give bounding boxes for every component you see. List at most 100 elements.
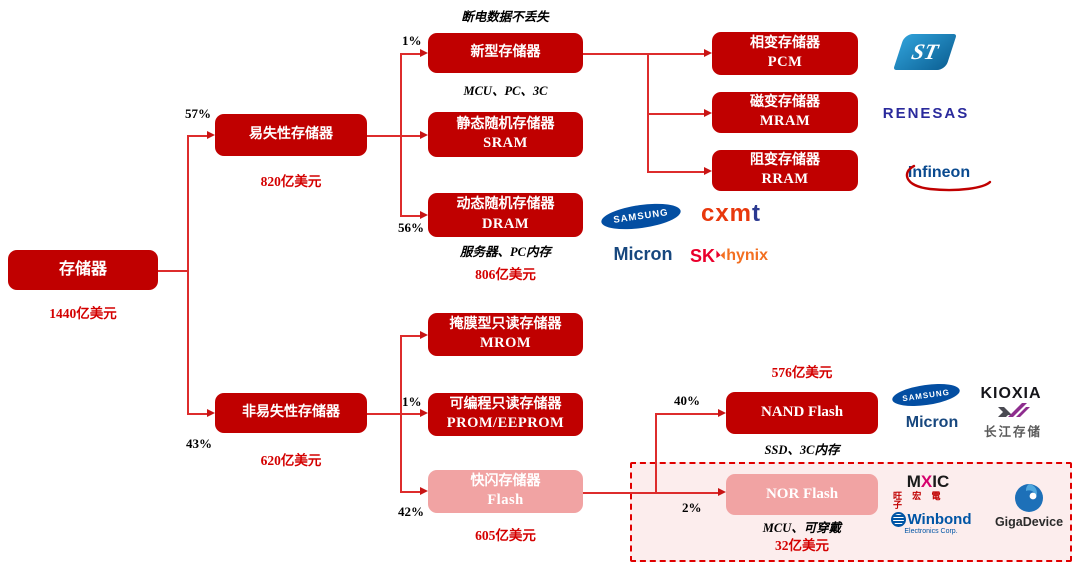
node-nonvolatile-memory: 非易失性存储器 bbox=[215, 393, 367, 433]
connector-line bbox=[400, 53, 421, 55]
node-label: 快闪存储器 bbox=[470, 473, 541, 489]
mxic-ic: IC bbox=[932, 471, 950, 491]
samsung-logo: SAMSUNG bbox=[599, 199, 683, 233]
st-logo-text: ST bbox=[909, 39, 941, 64]
cxmt-logo-text-blue: t bbox=[752, 200, 762, 227]
ymtc-mark-icon bbox=[998, 402, 1030, 417]
arrowhead bbox=[207, 409, 215, 417]
node-new-memory: 新型存储器 bbox=[428, 33, 583, 73]
cxmt-logo-text-red: cxm bbox=[700, 200, 753, 227]
node-sublabel: RRAM bbox=[761, 171, 809, 188]
connector-line bbox=[647, 53, 649, 171]
micron-logo-nand: Micron bbox=[896, 412, 968, 434]
arrowhead bbox=[420, 409, 428, 417]
connector-line bbox=[367, 135, 401, 137]
st-logo-shape: ST bbox=[893, 34, 957, 70]
kioxia-logo-text: KIOXIA bbox=[980, 385, 1042, 402]
arrowhead bbox=[704, 109, 712, 117]
gigadevice-logo-text: GigaDevice bbox=[994, 515, 1064, 529]
sk-hynix-butterfly-icon bbox=[716, 250, 725, 260]
connector-line bbox=[583, 53, 648, 55]
note-new-memory-top: 断电数据不丢失 bbox=[461, 10, 549, 24]
connector-line bbox=[655, 492, 719, 494]
arrowhead bbox=[718, 409, 726, 417]
connector-line bbox=[400, 215, 421, 217]
arrowhead bbox=[420, 331, 428, 339]
infineon-logo-text: Infineon bbox=[905, 164, 992, 192]
percent-nand: 40% bbox=[674, 393, 700, 408]
ymtc-logo: 长江存储 bbox=[983, 400, 1043, 442]
percent-new-memory: 1% bbox=[402, 33, 422, 48]
node-pcm: 相变存储器 PCM bbox=[712, 32, 858, 75]
value-flash: 605亿美元 bbox=[475, 528, 536, 543]
micron-logo-text: Micron bbox=[905, 414, 959, 431]
node-sublabel: PCM bbox=[767, 54, 803, 71]
samsung-logo-nand: SAMSUNG bbox=[890, 380, 962, 410]
connector-line bbox=[400, 335, 421, 337]
renesas-logo: RENESAS bbox=[876, 103, 976, 123]
arrowhead bbox=[718, 488, 726, 496]
node-label: 静态随机存储器 bbox=[456, 116, 555, 132]
mxic-x: X bbox=[920, 471, 933, 491]
note-nor-apps: MCU、可穿戴 bbox=[762, 521, 842, 535]
connector-line bbox=[400, 135, 421, 137]
value-nonvolatile: 620亿美元 bbox=[260, 453, 322, 468]
value-root: 1440亿美元 bbox=[49, 306, 117, 321]
connector-line bbox=[647, 171, 705, 173]
arrowhead bbox=[420, 211, 428, 219]
note-nand-apps: SSD、3C内存 bbox=[764, 443, 840, 457]
node-label: NAND Flash bbox=[760, 404, 844, 421]
micron-logo: Micron bbox=[600, 241, 686, 267]
ymtc-logo-text: 长江存储 bbox=[983, 424, 1042, 439]
node-memory-root: 存储器 bbox=[8, 250, 158, 290]
node-label: 相变存储器 bbox=[750, 35, 820, 51]
arrowhead bbox=[420, 49, 428, 57]
arrowhead bbox=[704, 49, 712, 57]
connector-line bbox=[583, 492, 656, 494]
node-label: 阻变存储器 bbox=[750, 152, 820, 168]
node-nor-flash: NOR Flash bbox=[726, 474, 878, 515]
mxic-wordmark: MXIC bbox=[907, 473, 950, 490]
gigadevice-logo: GigaDevice bbox=[994, 480, 1064, 532]
winbond-wordmark: Winbond bbox=[890, 511, 972, 527]
arrowhead bbox=[420, 487, 428, 495]
sk-hynix-hynix-text: hynix bbox=[726, 247, 768, 264]
st-logo: ST bbox=[893, 28, 957, 76]
node-label: 动态随机存储器 bbox=[456, 197, 555, 213]
mxic-cn-text: 旺 宏 電 子 bbox=[893, 490, 945, 510]
connector-line bbox=[158, 270, 188, 272]
gigadevice-mark-icon bbox=[1015, 484, 1043, 512]
samsung-logo-text: SAMSUNG bbox=[612, 206, 670, 226]
node-label: 易失性存储器 bbox=[249, 126, 333, 142]
arrowhead bbox=[207, 131, 215, 139]
value-dram: 806亿美元 bbox=[475, 267, 536, 282]
connector-line bbox=[647, 113, 705, 115]
connector-line bbox=[655, 413, 719, 415]
percent-prom: 1% bbox=[402, 394, 422, 409]
node-rram: 阻变存储器 RRAM bbox=[712, 150, 858, 191]
sk-hynix-sk-text: SK bbox=[690, 245, 716, 266]
samsung-logo-text: SAMSUNG bbox=[901, 387, 951, 403]
winbond-sub-text: Electronics Corp. bbox=[904, 527, 958, 535]
node-label: NOR Flash bbox=[765, 485, 839, 502]
node-mrom: 掩膜型只读存储器 MROM bbox=[428, 313, 583, 356]
node-mram: 磁变存储器 MRAM bbox=[712, 92, 858, 133]
node-label: 磁变存储器 bbox=[750, 94, 820, 110]
value-volatile: 820亿美元 bbox=[260, 174, 322, 189]
connector-line bbox=[187, 135, 189, 414]
node-sublabel: MRAM bbox=[759, 113, 811, 130]
note-dram-apps: 服务器、PC内存 bbox=[460, 245, 551, 259]
mxic-m: M bbox=[906, 471, 921, 491]
percent-nonvolatile: 43% bbox=[186, 436, 212, 451]
node-flash: 快闪存储器 Flash bbox=[428, 470, 583, 513]
percent-flash: 42% bbox=[398, 504, 424, 519]
value-nand: 576亿美元 bbox=[771, 365, 833, 380]
connector-line bbox=[367, 413, 401, 415]
value-nor: 32亿美元 bbox=[775, 538, 829, 553]
sk-hynix-logo: SK hynix bbox=[690, 241, 768, 271]
node-sublabel: PROM/EEPROM bbox=[446, 415, 565, 432]
samsung-ellipse: SAMSUNG bbox=[890, 380, 962, 410]
renesas-logo-text: RENESAS bbox=[882, 104, 970, 122]
connector-line bbox=[400, 53, 402, 216]
